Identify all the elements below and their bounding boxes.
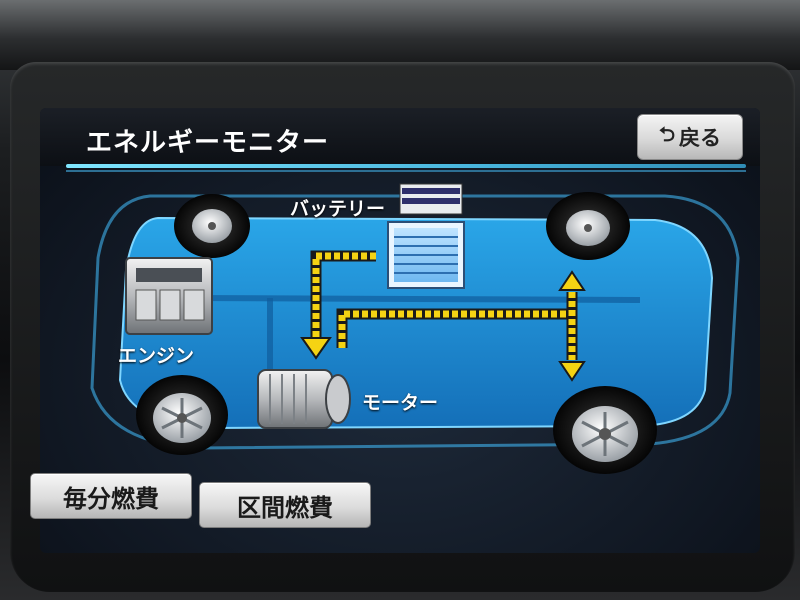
energy-monitor-screen: エネルギーモニター ⮌ 戻る xyxy=(40,108,760,553)
per-minute-fuel-economy-button[interactable]: 毎分燃費 xyxy=(30,473,192,519)
wheel-rear-right-icon xyxy=(553,386,657,474)
page-title: エネルギーモニター xyxy=(86,128,330,158)
wheel-front-right-icon xyxy=(546,192,630,260)
battery-icon xyxy=(387,183,465,289)
back-button-label: 戻る xyxy=(679,126,722,150)
energy-flow-arrows xyxy=(300,250,586,382)
wheel-rear-left-icon xyxy=(136,375,228,455)
battery-label: バッテリー xyxy=(290,198,386,220)
energy-flow-diagram xyxy=(90,183,740,474)
title-underline xyxy=(66,164,746,168)
title-bar: エネルギーモニター ⮌ 戻る xyxy=(40,108,760,166)
dashboard-bezel-top xyxy=(0,0,800,70)
wheel-front-left-icon xyxy=(174,194,250,258)
engine-icon xyxy=(125,257,213,335)
title-underline-shadow xyxy=(66,170,746,172)
per-minute-fuel-economy-label: 毎分燃費 xyxy=(63,484,159,513)
trip-fuel-economy-label: 区間燃費 xyxy=(237,493,333,522)
return-arrow-icon: ⮌ xyxy=(658,122,676,146)
back-button[interactable]: ⮌ 戻る xyxy=(637,114,743,160)
engine-label: エンジン xyxy=(118,345,195,367)
motor-icon xyxy=(257,369,351,429)
trip-fuel-economy-button[interactable]: 区間燃費 xyxy=(199,482,371,528)
motor-label: モーター xyxy=(362,392,439,414)
